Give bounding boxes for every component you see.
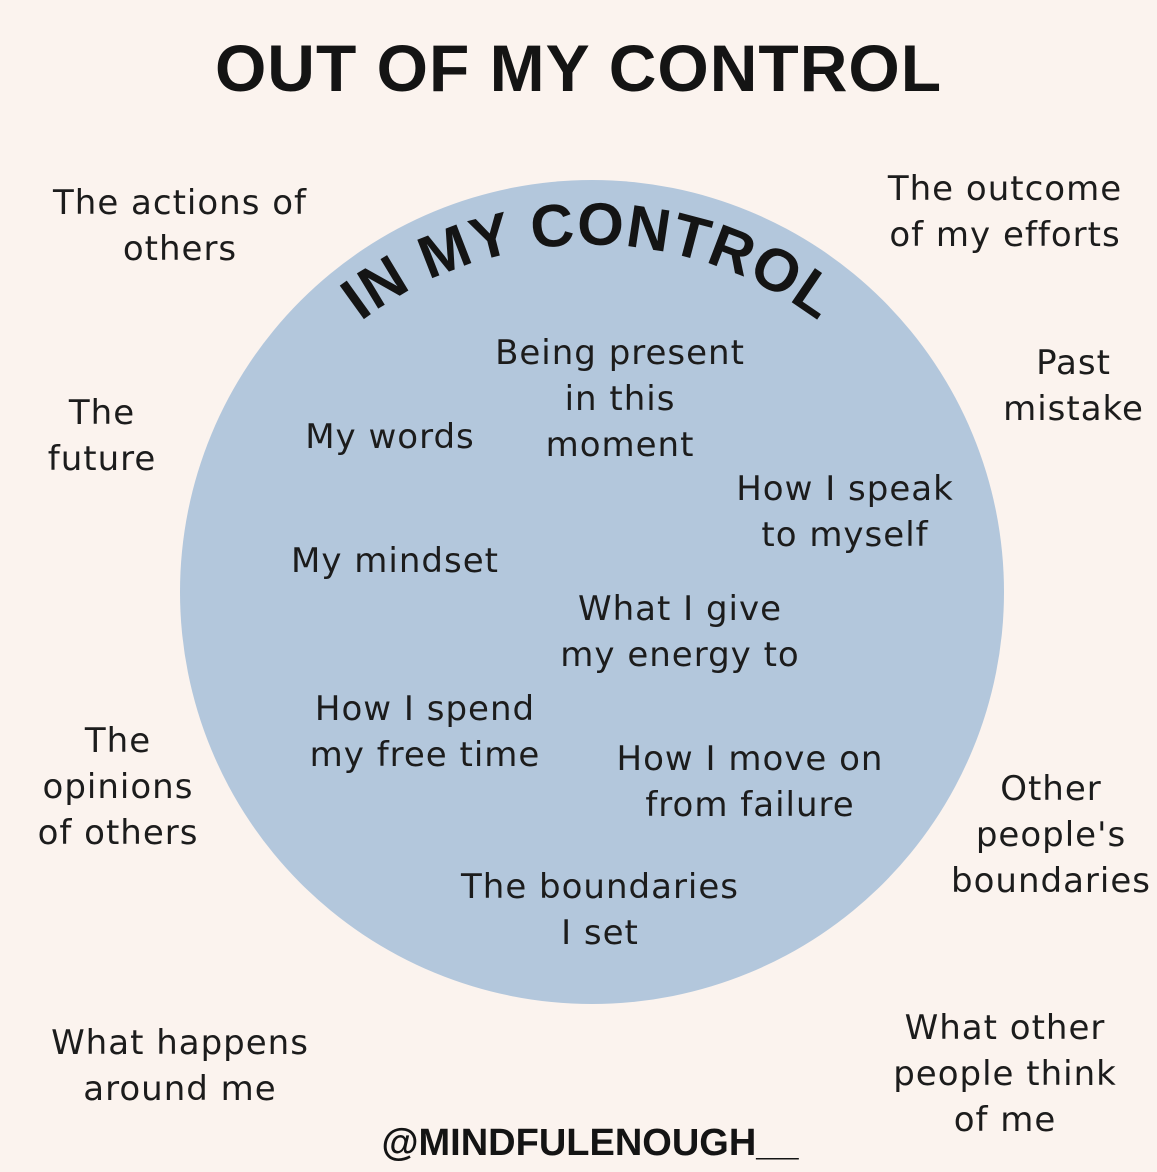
outside-item-future: The future [47, 393, 157, 479]
circle-title: IN MY CONTROL [329, 190, 850, 332]
control-circle [180, 180, 1004, 1004]
outside-item-others-boundaries: Other people's boundaries [951, 769, 1151, 901]
inside-item-free-time: How I spend my free time [309, 689, 541, 775]
circle-title-arc: IN MY CONTROL [329, 190, 850, 332]
author-handle: @MINDFULENOUGH__ [381, 1122, 799, 1164]
outside-item-outcome: The outcome of my efforts [887, 169, 1123, 255]
outside-item-opinions: The opinions of others [37, 721, 199, 853]
outside-item-what-happens: What happens around me [51, 1023, 309, 1109]
outside-item-past-mistake: Past mistake [1003, 343, 1144, 429]
outside-item-what-others-think: What other people think of me [893, 1008, 1117, 1140]
inside-item-my-mindset: My mindset [291, 541, 499, 581]
inside-item-being-present: Being present in this moment [495, 333, 745, 465]
outer-title: OUT OF MY CONTROL [214, 31, 943, 105]
inside-item-energy: What I give my energy to [560, 589, 800, 675]
outside-item-actions-of-others: The actions of others [53, 183, 307, 269]
inside-item-move-on: How I move on from failure [616, 739, 884, 825]
inside-item-how-i-speak: How I speak to myself [736, 469, 954, 555]
inside-item-my-words: My words [305, 417, 475, 457]
inside-item-boundaries: The boundaries I set [461, 867, 739, 953]
